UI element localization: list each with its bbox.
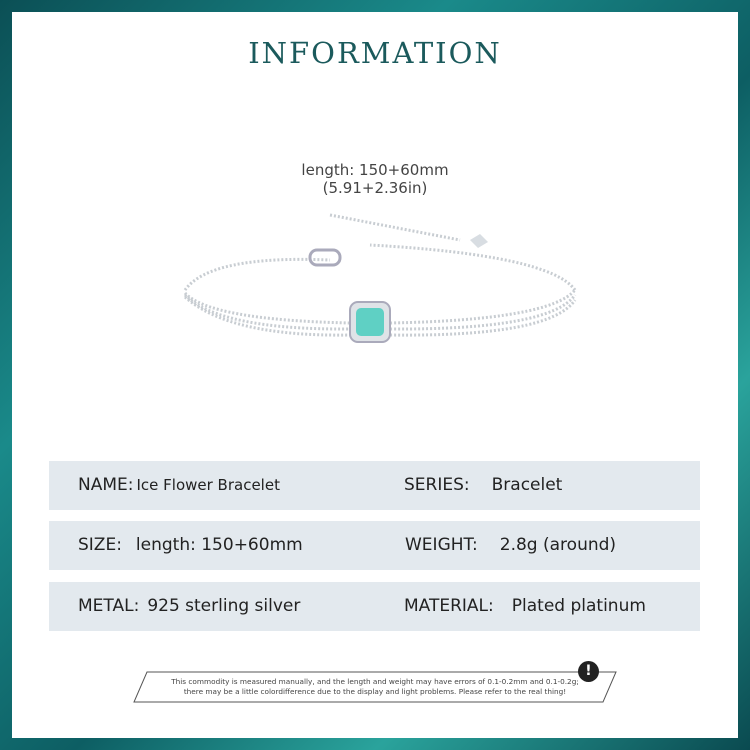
info-row-size: SIZE: length: 150+60mm WEIGHT: 2.8g (aroun… xyxy=(49,521,700,570)
disclaimer-line-2: there may be a little colordifference du… xyxy=(183,687,567,696)
disclaimer-line-1: This commodity is measured manually, and… xyxy=(171,677,579,686)
info-row-name: NAME:Ice Flower Bracelet SERIES: Bracelet xyxy=(49,461,700,510)
bracelet-image xyxy=(183,213,577,343)
label: METAL: xyxy=(78,596,140,616)
length-mm: length: 150+60mm xyxy=(301,161,449,179)
value: 2.8g (around) xyxy=(499,535,617,555)
value: Plated platinum xyxy=(511,596,646,616)
label: SERIES: xyxy=(404,475,470,495)
disclaimer-box: This commodity is measured manually, and… xyxy=(133,671,617,703)
info-row-metal: METAL: 925 sterling silver MATERIAL: Plate… xyxy=(49,582,700,631)
label: WEIGHT: xyxy=(405,535,478,555)
value: Ice Flower Bracelet xyxy=(136,476,280,494)
length-in: (5.91+2.36in) xyxy=(322,179,428,197)
label: MATERIAL: xyxy=(404,596,494,616)
value: length: 150+60mm xyxy=(135,535,303,555)
exclamation-icon: ! xyxy=(578,661,599,682)
value: Bracelet xyxy=(491,475,563,495)
page-title: INFORMATION xyxy=(248,36,502,70)
gem xyxy=(356,308,384,336)
value: 925 sterling silver xyxy=(147,596,301,616)
label: NAME: xyxy=(78,475,134,495)
label: SIZE: xyxy=(78,535,122,555)
